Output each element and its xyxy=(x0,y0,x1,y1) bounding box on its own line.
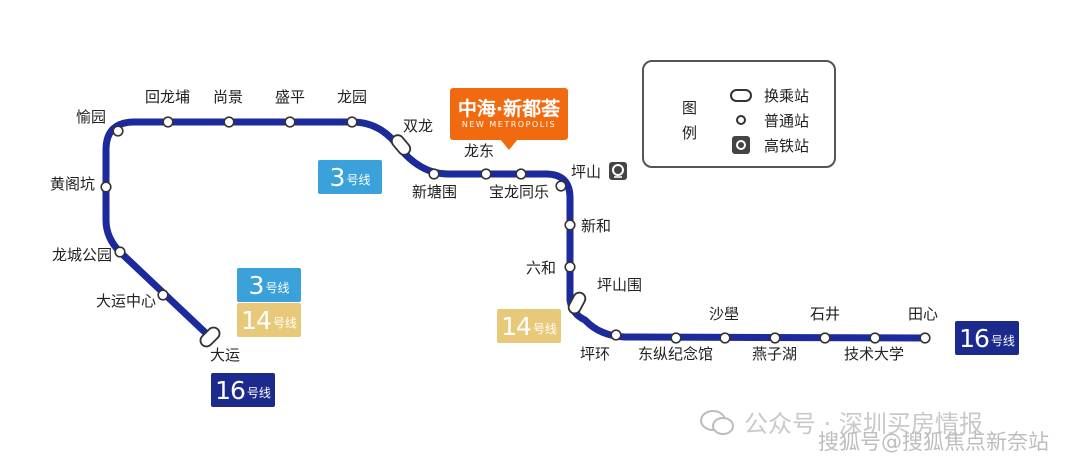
project-english-name: NEW METROPOLIS xyxy=(461,120,557,129)
station-label-pingshanwei: 坪山围 xyxy=(597,276,642,294)
station-marker-shalei[interactable] xyxy=(719,332,731,344)
legend-row-hsr: 高铁站 xyxy=(726,134,809,156)
station-marker-longdong[interactable] xyxy=(480,168,492,180)
legend-label-hsr: 高铁站 xyxy=(764,136,810,155)
station-marker-tianxin[interactable] xyxy=(919,332,931,344)
map-legend: 图例 换乘站 普通站 高铁站 xyxy=(642,60,836,168)
station-label-yuyuan: 愉园 xyxy=(76,108,106,126)
station-label-pinghuan: 坪环 xyxy=(580,345,610,363)
station-marker-yuyuan[interactable] xyxy=(112,125,124,137)
station-marker-longchenggongyuan[interactable] xyxy=(114,246,126,258)
station-marker-pinghuan[interactable] xyxy=(610,329,622,341)
station-label-huilongpu: 回龙埔 xyxy=(145,88,190,106)
transfer-marker-shuanglong[interactable] xyxy=(389,133,412,158)
high-speed-rail-icon xyxy=(732,136,750,154)
badge-suffix: 号线 xyxy=(532,322,557,336)
badge-suffix: 号线 xyxy=(246,386,271,400)
station-marker-huanggekeng[interactable] xyxy=(100,181,112,193)
legend-label-transfer: 换乘站 xyxy=(764,86,810,105)
line-16-track xyxy=(102,118,929,342)
station-label-shalei: 沙壆 xyxy=(709,305,739,323)
project-name: 中海·新都荟 xyxy=(457,98,561,120)
badge-number: 14 xyxy=(501,311,532,341)
station-marker-yanzihu[interactable] xyxy=(769,332,781,344)
station-marker-baolongtongle[interactable] xyxy=(515,168,527,180)
legend-title: 图例 xyxy=(682,99,698,142)
transfer-station-icon xyxy=(730,88,752,102)
station-marker-jishudaxue[interactable] xyxy=(869,332,881,344)
station-label-dayunzhongxin: 大运中心 xyxy=(96,292,156,310)
badge-number: 3 xyxy=(248,270,265,300)
station-marker-shengping[interactable] xyxy=(284,116,296,128)
station-marker-dayunzhongxin[interactable] xyxy=(157,289,169,301)
station-label-longchenggongyuan: 龙城公园 xyxy=(52,246,112,264)
station-label-pingshan: 坪山 xyxy=(571,163,601,181)
wechat-icon xyxy=(700,409,734,435)
normal-station-icon xyxy=(736,115,746,125)
station-marker-dongzongjinianguan[interactable] xyxy=(670,332,682,344)
station-label-tianxin: 田心 xyxy=(908,305,938,323)
station-label-huanggekeng: 黄阁坑 xyxy=(50,175,95,193)
badge-suffix: 号线 xyxy=(265,281,290,295)
station-marker-xinhe[interactable] xyxy=(564,219,576,231)
badge-number: 14 xyxy=(241,305,272,335)
callout-pointer xyxy=(500,139,518,150)
station-marker-shijing[interactable] xyxy=(819,332,831,344)
badge-suffix: 号线 xyxy=(272,316,297,330)
badge-number: 3 xyxy=(329,162,346,192)
legend-label-normal: 普通站 xyxy=(764,111,810,130)
station-label-shuanglong: 双龙 xyxy=(403,117,433,135)
station-marker-huilongpu[interactable] xyxy=(162,116,174,128)
station-label-baolongtongle: 宝龙同乐 xyxy=(489,183,549,201)
watermark-text: 公众号 · 深圳买房情报 xyxy=(744,410,983,438)
station-label-shengping: 盛平 xyxy=(275,88,305,106)
badge-suffix: 号线 xyxy=(990,334,1015,348)
badge-number: 16 xyxy=(959,323,990,353)
station-marker-pingshan[interactable] xyxy=(555,180,567,192)
station-label-xinhe: 新和 xyxy=(581,217,611,235)
station-label-shijing: 石井 xyxy=(810,305,840,323)
station-label-liuhe: 六和 xyxy=(526,259,556,277)
station-label-xintangwei: 新塘围 xyxy=(412,183,457,201)
station-marker-liuhe[interactable] xyxy=(564,261,576,273)
station-marker-xintangwei[interactable] xyxy=(428,168,440,180)
station-label-longdong: 龙东 xyxy=(464,142,494,160)
badge-suffix: 号线 xyxy=(346,173,371,187)
legend-row-normal: 普通站 xyxy=(726,109,809,131)
station-label-jishudaxue: 技术大学 xyxy=(844,345,904,363)
station-label-shangjing: 尚景 xyxy=(213,88,243,106)
high-speed-rail-icon xyxy=(609,162,627,180)
station-label-yanzihu: 燕子湖 xyxy=(752,345,797,363)
legend-row-transfer: 换乘站 xyxy=(726,84,809,106)
station-marker-shangjing[interactable] xyxy=(223,116,235,128)
transfer-marker-dayun[interactable] xyxy=(198,325,222,349)
transfer-marker-pingshanwei[interactable] xyxy=(567,290,588,315)
station-label-longyuan: 龙园 xyxy=(337,88,367,106)
badge-number: 16 xyxy=(215,375,246,405)
station-label-dayun: 大运 xyxy=(210,346,240,364)
station-label-dongzongjinianguan: 东纵纪念馆 xyxy=(638,345,713,363)
project-callout[interactable]: 中海·新都荟 NEW METROPOLIS xyxy=(450,88,568,140)
sohu-watermark: 搜狐号@搜狐焦点新奈站 xyxy=(818,430,1049,454)
station-marker-longyuan[interactable] xyxy=(346,116,358,128)
wechat-watermark: 公众号 · 深圳买房情报 xyxy=(700,404,983,439)
